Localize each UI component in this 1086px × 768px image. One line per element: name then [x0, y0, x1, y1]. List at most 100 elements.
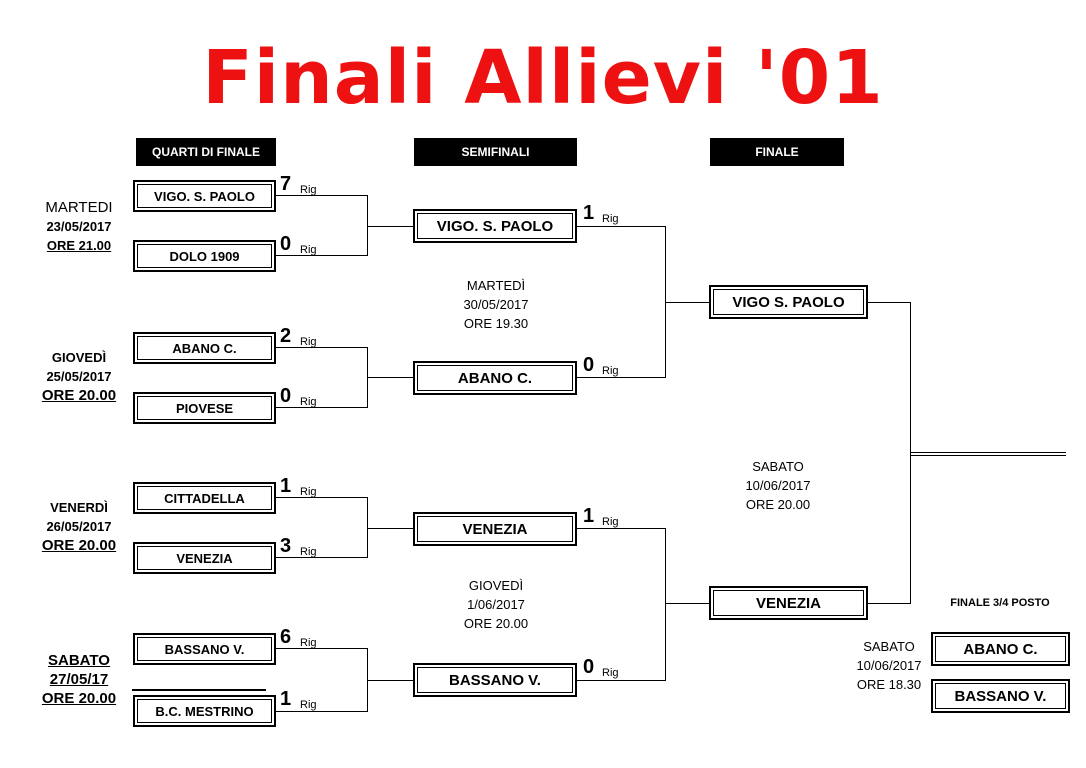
- qf1-away-rig: Rig: [300, 244, 317, 256]
- third-place-date: 10/06/2017: [856, 658, 922, 673]
- qf3-date: 26/05/2017: [46, 519, 112, 534]
- page-title: Finali Allievi '01: [202, 35, 884, 121]
- final-time: ORE 20.00: [745, 497, 811, 512]
- sf1-away-team: ABANO C.: [413, 361, 577, 395]
- connector: [665, 603, 710, 604]
- connector: [276, 497, 368, 498]
- qf1-time: ORE 21.00: [46, 238, 112, 253]
- sf1-time: ORE 19.30: [463, 316, 529, 331]
- final-team-1: VIGO S. PAOLO: [709, 285, 868, 319]
- sf1-schedule: MARTEDÌ 30/05/2017 ORE 19.30: [420, 276, 572, 333]
- sf2-home-score: 1: [583, 505, 595, 527]
- qf2-date: 25/05/2017: [46, 369, 112, 384]
- sf1-day: MARTEDÌ: [466, 278, 526, 293]
- sf1-date: 30/05/2017: [463, 297, 529, 312]
- header-semi-finals: SEMIFINALI: [414, 138, 577, 166]
- qf3-away-score: 3: [280, 535, 292, 557]
- sf2-away-rig: Rig: [602, 667, 619, 679]
- divider: [132, 689, 266, 691]
- qf4-home-score: 6: [280, 626, 292, 648]
- qf3-time: ORE 20.00: [41, 537, 117, 554]
- connector: [367, 377, 413, 378]
- sf1-home-rig: Rig: [602, 213, 619, 225]
- third-place-time: ORE 18.30: [856, 677, 922, 692]
- qf1-home-team: VIGO. S. PAOLO: [133, 180, 276, 212]
- qf1-home-rig: Rig: [300, 184, 317, 196]
- connector: [577, 680, 666, 681]
- final-date: 10/06/2017: [745, 478, 811, 493]
- qf1-home-score: 7: [280, 173, 292, 195]
- connector: [276, 648, 368, 649]
- qf4-away-rig: Rig: [300, 699, 317, 711]
- connector: [868, 603, 911, 604]
- qf2-away-rig: Rig: [300, 396, 317, 408]
- qf4-home-team: BASSANO V.: [133, 633, 276, 665]
- connector: [276, 557, 368, 558]
- winner-line: [910, 455, 1066, 456]
- qf4-time: ORE 20.00: [41, 690, 117, 707]
- connector: [276, 347, 368, 348]
- sf2-schedule: GIOVEDÌ 1/06/2017 ORE 20.00: [420, 576, 572, 633]
- qf2-home-team: ABANO C.: [133, 332, 276, 364]
- winner-line: [910, 452, 1066, 453]
- qf2-away-score: 0: [280, 385, 292, 407]
- connector: [367, 680, 413, 681]
- qf1-schedule: MARTEDI 23/05/2017 ORE 21.00: [26, 198, 132, 255]
- qf3-away-rig: Rig: [300, 546, 317, 558]
- connector: [577, 528, 666, 529]
- qf4-day: SABATO: [48, 652, 110, 669]
- sf2-date: 1/06/2017: [467, 597, 525, 612]
- connector: [910, 302, 911, 604]
- header-final: FINALE: [710, 138, 844, 166]
- connector: [665, 302, 710, 303]
- qf4-away-score: 1: [280, 688, 292, 710]
- qf3-day: VENERDÌ: [50, 500, 108, 515]
- qf2-day: GIOVEDÌ: [51, 350, 107, 365]
- qf3-home-score: 1: [280, 475, 292, 497]
- third-place-schedule: SABATO 10/06/2017 ORE 18.30: [848, 637, 930, 694]
- sf1-away-score: 0: [583, 354, 595, 376]
- connector: [577, 377, 666, 378]
- connector: [276, 255, 368, 256]
- qf2-away-team: PIOVESE: [133, 392, 276, 424]
- sf2-away-score: 0: [583, 656, 595, 678]
- qf3-home-team: CITTADELLA: [133, 482, 276, 514]
- qf2-schedule: GIOVEDÌ 25/05/2017 ORE 20.00: [26, 348, 132, 405]
- final-team-2: VENEZIA: [709, 586, 868, 620]
- qf3-away-team: VENEZIA: [133, 542, 276, 574]
- sf1-away-rig: Rig: [602, 365, 619, 377]
- connector: [367, 195, 368, 256]
- qf3-home-rig: Rig: [300, 486, 317, 498]
- third-place-day: SABATO: [863, 639, 915, 654]
- connector: [868, 302, 911, 303]
- sf1-home-score: 1: [583, 202, 595, 224]
- third-place-team-1: ABANO C.: [931, 632, 1070, 666]
- qf2-home-score: 2: [280, 325, 292, 347]
- qf3-schedule: VENERDÌ 26/05/2017 ORE 20.00: [26, 498, 132, 555]
- connector: [367, 497, 368, 558]
- qf2-home-rig: Rig: [300, 336, 317, 348]
- sf2-time: ORE 20.00: [463, 616, 529, 631]
- sf2-away-team: BASSANO V.: [413, 663, 577, 697]
- sf1-home-team: VIGO. S. PAOLO: [413, 209, 577, 243]
- sf2-home-rig: Rig: [602, 516, 619, 528]
- sf2-day: GIOVEDÌ: [468, 578, 524, 593]
- qf1-day: MARTEDI: [45, 199, 113, 216]
- qf4-date: 27/05/17: [49, 671, 109, 688]
- connector: [276, 711, 368, 712]
- sf2-home-team: VENEZIA: [413, 512, 577, 546]
- connector: [577, 226, 666, 227]
- qf1-date: 23/05/2017: [46, 219, 112, 234]
- third-place-label: FINALE 3/4 POSTO: [950, 597, 1050, 609]
- final-schedule: SABATO 10/06/2017 ORE 20.00: [712, 457, 844, 514]
- final-day: SABATO: [752, 459, 804, 474]
- connector: [276, 195, 368, 196]
- qf4-away-team: B.C. MESTRINO: [133, 695, 276, 727]
- connector: [367, 528, 413, 529]
- connector: [276, 407, 368, 408]
- qf4-schedule: SABATO 27/05/17 ORE 20.00: [26, 651, 132, 708]
- qf2-time: ORE 20.00: [41, 387, 117, 404]
- qf1-away-team: DOLO 1909: [133, 240, 276, 272]
- connector: [665, 528, 666, 681]
- header-quarter-finals: QUARTI DI FINALE: [136, 138, 276, 166]
